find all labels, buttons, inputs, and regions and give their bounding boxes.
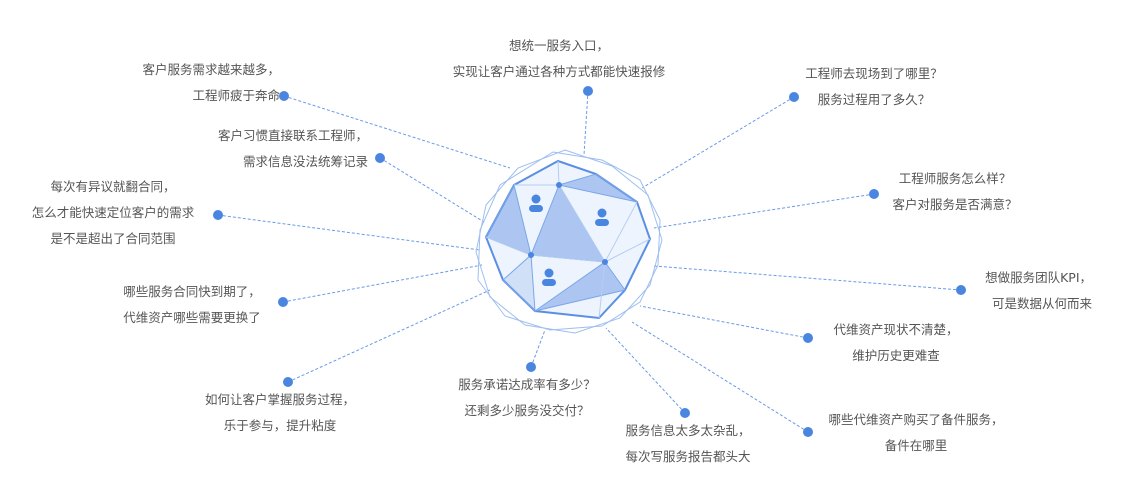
pain-point-5: 如何让客户掌握服务过程，乐于参与，提升粘度 [204, 392, 355, 433]
user-icon [595, 208, 609, 226]
pain-point-10: 想做服务团队KPI，可是数据从何而来 [985, 270, 1092, 311]
connector-dots [213, 86, 966, 437]
pain-point-3: 每次有异议就翻合同，怎么才能快速定位客户的需求是不是超出了合同范围 [31, 179, 195, 246]
pain-point-9: 代维资产现状不清楚，维护历史更难查 [833, 322, 959, 363]
pain-point-1: 客户服务需求越来越多，工程师疲于奔命 [142, 62, 280, 103]
pain-point-4: 哪些服务合同快到期了，代维资产哪些需要更换了 [123, 284, 261, 325]
pain-point-7: 服务信息太多太杂乱，每次写服务报告都头大 [625, 423, 751, 464]
pain-point-11: 工程师服务怎么样？客户对服务是否满意？ [892, 171, 1018, 212]
pain-point-13: 想统一服务入口，实现让客户通过各种方式都能快速报修 [452, 38, 666, 79]
pain-point-2: 客户习惯直接联系工程师，需求信息没法统筹记录 [217, 128, 368, 169]
user-icon [542, 268, 556, 286]
network-sphere [475, 149, 663, 334]
connector-lines [217, 90, 962, 433]
pain-point-12: 工程师去现场到了哪里？服务过程用了多久？ [805, 66, 943, 107]
user-icon [529, 194, 543, 212]
pain-point-8: 哪些代维资产购买了备件服务，备件在哪里 [828, 412, 1004, 453]
pain-point-6: 服务承诺达成率有多少？还剩多少服务没交付？ [458, 377, 596, 418]
